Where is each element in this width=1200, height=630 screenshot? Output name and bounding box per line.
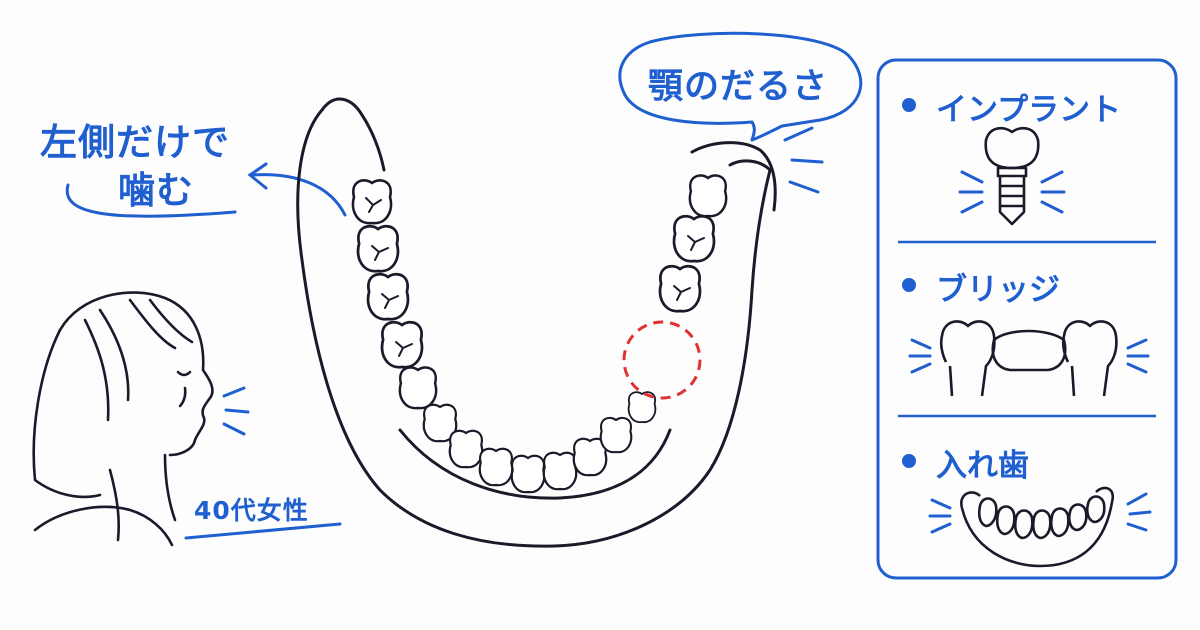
tooth <box>599 416 633 454</box>
tooth <box>398 366 438 410</box>
missing-tooth-marker <box>622 320 702 400</box>
tooth <box>351 179 393 225</box>
arrow-to-left-teeth <box>250 173 347 217</box>
lower-jaw <box>296 97 777 548</box>
tooth <box>380 320 424 369</box>
tooth <box>658 264 702 313</box>
denture-icon <box>960 486 1115 568</box>
tooth <box>688 174 728 218</box>
option-bridge-label: ブリッジ <box>936 272 1060 308</box>
tooth <box>672 214 716 263</box>
teeth-row <box>351 174 728 494</box>
callout-line-1: 左側だけで <box>40 121 230 164</box>
bullet-dot <box>902 454 916 468</box>
bridge-icon <box>939 320 1118 397</box>
bridge-spark-lines <box>908 338 1150 374</box>
ache-lines-right <box>783 126 824 194</box>
tooth-fissures <box>365 197 705 357</box>
options-panel <box>876 58 1178 580</box>
bullet-dot <box>902 278 916 292</box>
tooth <box>366 272 410 321</box>
implant-spark-lines <box>958 170 1066 214</box>
tooth <box>510 454 546 494</box>
speech-bubble-text: 顎のだるさ <box>648 67 829 107</box>
person-label: 40代女性 <box>194 496 309 525</box>
option-denture-label: 入れ歯 <box>936 448 1029 484</box>
tooth <box>448 429 484 469</box>
woman-profile-icon <box>32 291 214 547</box>
implant-icon <box>984 126 1040 226</box>
callout-line-2: 噛む <box>118 169 194 212</box>
speech-bubble <box>618 31 863 194</box>
woman-ache-lines <box>222 386 250 436</box>
tooth <box>542 451 578 491</box>
tooth <box>478 447 514 487</box>
denture-spark-lines <box>928 492 1152 534</box>
option-implant-label: インプラント <box>936 92 1122 128</box>
person-label-underline <box>184 522 342 540</box>
tooth <box>356 224 400 273</box>
callout-decoration <box>65 162 347 218</box>
bullet-dot <box>902 98 916 112</box>
